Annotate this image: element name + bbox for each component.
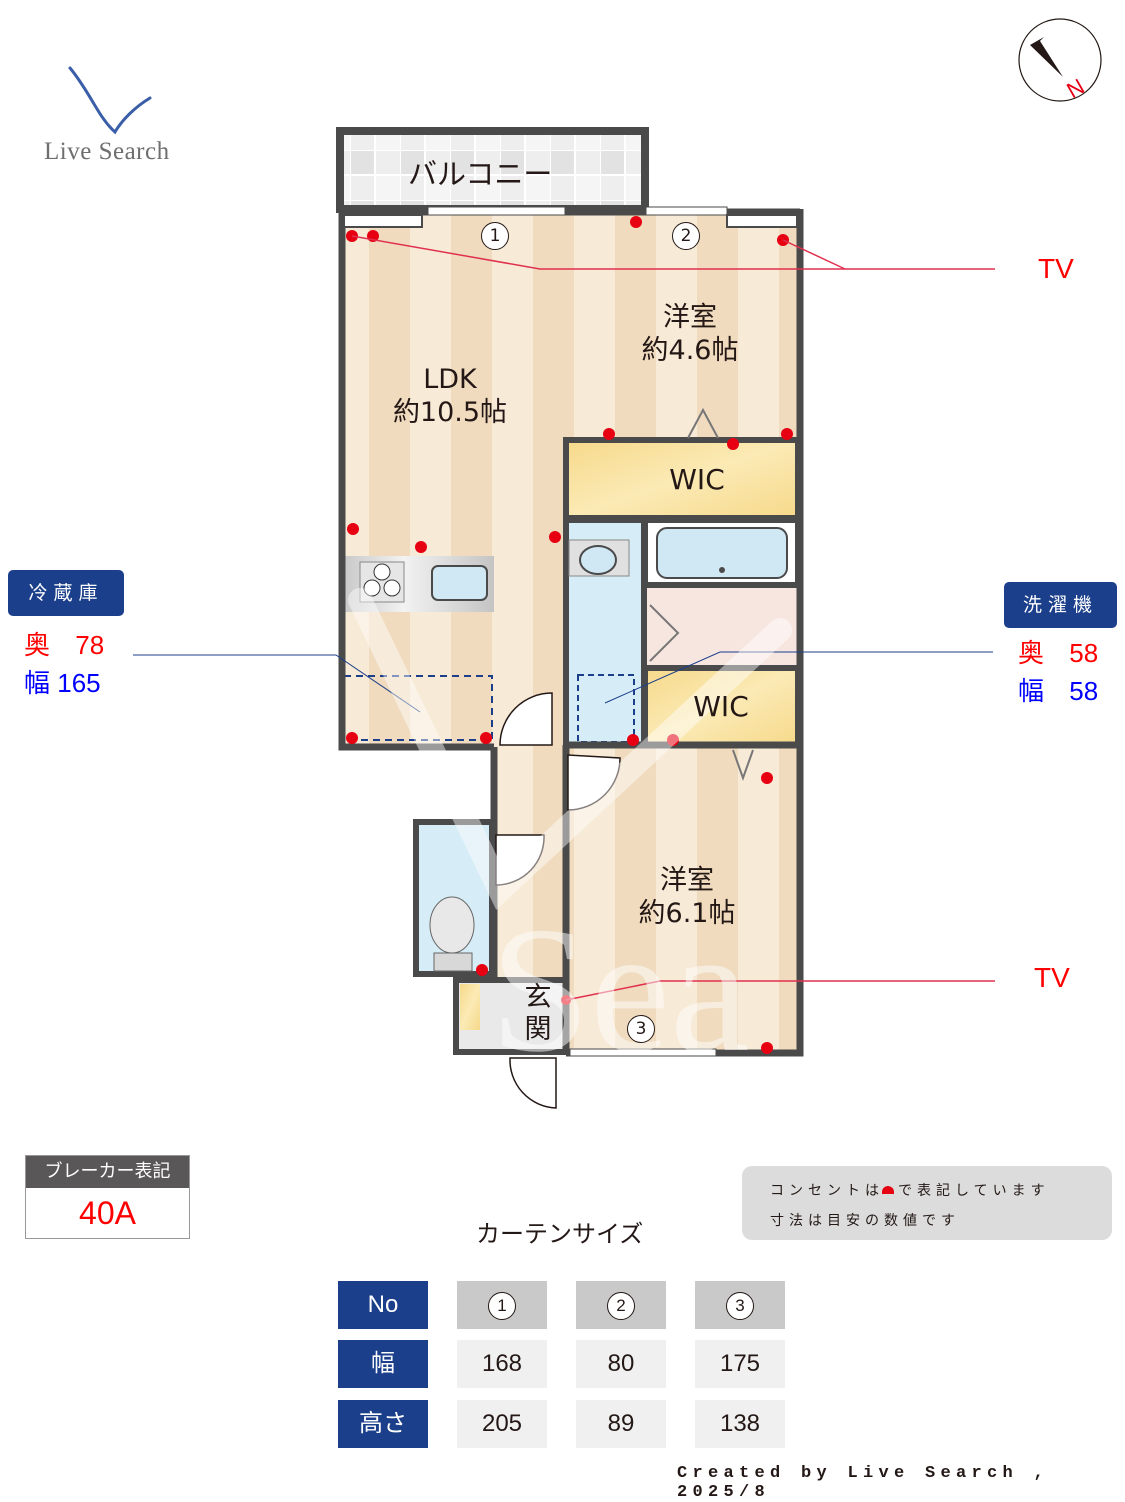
note-line-1: コンセントはで表記しています: [770, 1180, 1050, 1200]
window-no-3: 3: [726, 1292, 754, 1320]
logo-swoosh-icon: [68, 66, 152, 135]
room-label-balcony: バルコニー: [408, 157, 553, 191]
note-line-2: 寸法は目安の数値です: [770, 1213, 960, 1229]
tv-label-1: TV: [1038, 253, 1074, 284]
curtain-height-3: 138: [695, 1400, 785, 1448]
fridge-dimensions: 奥 78 幅 165: [8, 626, 124, 702]
breaker-box: ブレーカー表記 40A: [25, 1155, 190, 1239]
curtain-table-title: カーテンサイズ: [476, 1220, 644, 1248]
window-number-1: 1: [481, 222, 509, 250]
room-label-ldk: LDK 約10.5帖: [380, 363, 520, 429]
col-no-2: 2: [576, 1281, 666, 1329]
washer-title: 洗濯機: [1004, 582, 1117, 628]
washer-width-label: 幅: [1018, 676, 1045, 706]
room-size: 約10.5帖: [392, 397, 508, 428]
fridge-width-value: 165: [57, 668, 101, 698]
window-number-3: 3: [627, 1015, 655, 1043]
room-label-wic-1: WIC: [669, 463, 725, 496]
room-size: 約4.6帖: [641, 335, 739, 366]
room-size: 約6.1帖: [638, 898, 736, 929]
breaker-value: 40A: [79, 1195, 136, 1231]
room-label-wic-2: WIC: [693, 690, 749, 723]
window-no-1: 1: [488, 1292, 516, 1320]
room-label-western-2: 洋室 約6.1帖: [622, 864, 752, 930]
fridge-info: 冷蔵庫 奥 78 幅 165: [8, 570, 124, 702]
washer-info: 洗濯機 奥 58 幅 58: [1004, 582, 1117, 710]
window-no-2: 2: [607, 1292, 635, 1320]
row-header-no: No: [338, 1281, 428, 1329]
washer-depth-label: 奥: [1018, 638, 1045, 668]
room-name: 洋室: [663, 302, 717, 333]
note-text-after: で表記しています: [898, 1183, 1050, 1199]
room-name: 洋室: [660, 865, 714, 896]
row-header-width: 幅: [338, 1340, 428, 1388]
svg-text:Sea: Sea: [490, 890, 750, 1089]
window-number-2: 2: [672, 222, 700, 250]
fridge-width-label: 幅: [24, 668, 51, 698]
washer-dimensions: 奥 58 幅 58: [1004, 634, 1117, 710]
footer-credit: Created by Live Search , 2025/8: [677, 1464, 1050, 1502]
fridge-depth-label: 奥: [24, 630, 51, 660]
balcony: [336, 127, 649, 213]
compass-north-icon: N: [1018, 18, 1102, 103]
outlet-legend-icon: [882, 1186, 894, 1194]
floor-plan: Sea: [133, 127, 995, 1109]
col-no-1: 1: [457, 1281, 547, 1329]
logo-text: Live Search: [44, 138, 170, 165]
col-no-3: 3: [695, 1281, 785, 1329]
breaker-title: ブレーカー表記: [26, 1156, 189, 1188]
curtain-height-1: 205: [457, 1400, 547, 1448]
curtain-height-2: 89: [576, 1400, 666, 1448]
curtain-width-2: 80: [576, 1340, 666, 1388]
room-name: LDK: [423, 364, 477, 395]
washer-depth-value: 58: [1069, 638, 1099, 668]
curtain-width-1: 168: [457, 1340, 547, 1388]
curtain-width-3: 175: [695, 1340, 785, 1388]
fridge-title: 冷蔵庫: [8, 570, 124, 616]
row-header-height: 高さ: [338, 1400, 428, 1448]
tv-label-2: TV: [1034, 962, 1070, 993]
legend-note: コンセントはで表記しています 寸法は目安の数値です: [742, 1166, 1112, 1240]
room-label-entrance: 玄関: [524, 982, 552, 1045]
washer-width-value: 58: [1069, 676, 1099, 706]
room-label-western-1: 洋室 約4.6帖: [625, 301, 755, 367]
fridge-depth-value: 78: [75, 630, 105, 660]
note-text-before: コンセントは: [770, 1183, 884, 1199]
